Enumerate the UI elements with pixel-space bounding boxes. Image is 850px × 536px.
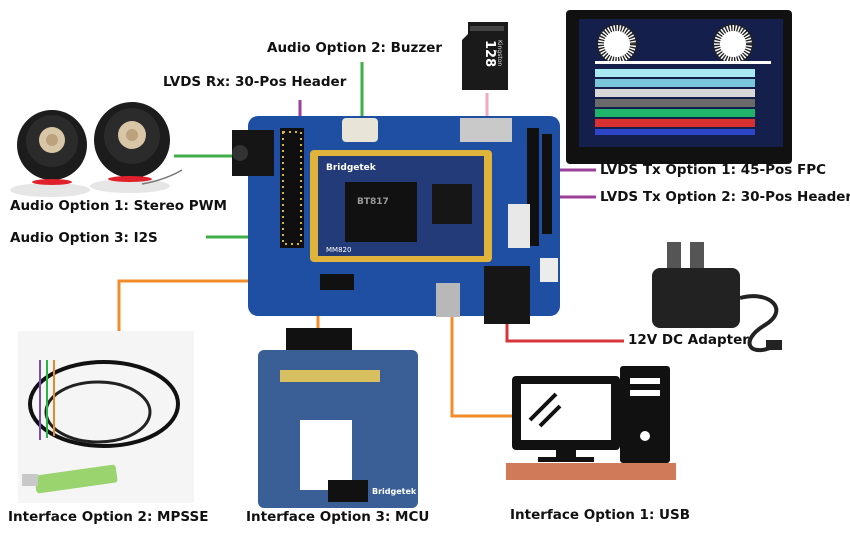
label-lvds-rx: LVDS Rx: 30-Pos Header	[163, 74, 347, 90]
label-dc-adapter: 12V DC Adapter	[628, 332, 749, 348]
sd-card-capacity: 128	[482, 40, 497, 67]
label-interface-option-3: Interface Option 3: MCU	[246, 509, 430, 525]
lvds-rx-header	[280, 128, 304, 248]
label-audio-option-1: Audio Option 1: Stereo PWM	[10, 198, 227, 214]
label-interface-option-2: Interface Option 2: MPSSE	[8, 509, 209, 525]
power-adapter-image	[652, 242, 782, 353]
line-usb	[450, 290, 512, 418]
sd-card-brand: Kingston	[496, 40, 503, 66]
lcd-display-image	[566, 10, 792, 164]
main-board: Bridgetek BT817 MM820	[232, 116, 560, 324]
mcu-board-image: Bridgetek	[258, 328, 418, 508]
chip-part: BT817	[357, 197, 389, 207]
label-interface-option-1: Interface Option 1: USB	[510, 507, 691, 523]
label-lvds-tx-option-2: LVDS Tx Option 2: 30-Pos Header	[600, 189, 850, 205]
mcu-board-brand: Bridgetek	[372, 487, 417, 496]
speakers-image	[10, 102, 183, 197]
usb-cable-image	[18, 331, 194, 503]
chip-brand: Bridgetek	[326, 163, 377, 173]
label-audio-option-2: Audio Option 2: Buzzer	[267, 40, 443, 56]
line-mpsse	[117, 279, 270, 333]
desktop-computer-icon	[506, 366, 676, 480]
micro-sd-card-image: Kingston 128	[462, 22, 508, 90]
module-label: MM820	[326, 246, 351, 254]
label-audio-option-3: Audio Option 3: I2S	[10, 230, 158, 246]
label-lvds-tx-option-1: LVDS Tx Option 1: 45-Pos FPC	[600, 162, 827, 178]
